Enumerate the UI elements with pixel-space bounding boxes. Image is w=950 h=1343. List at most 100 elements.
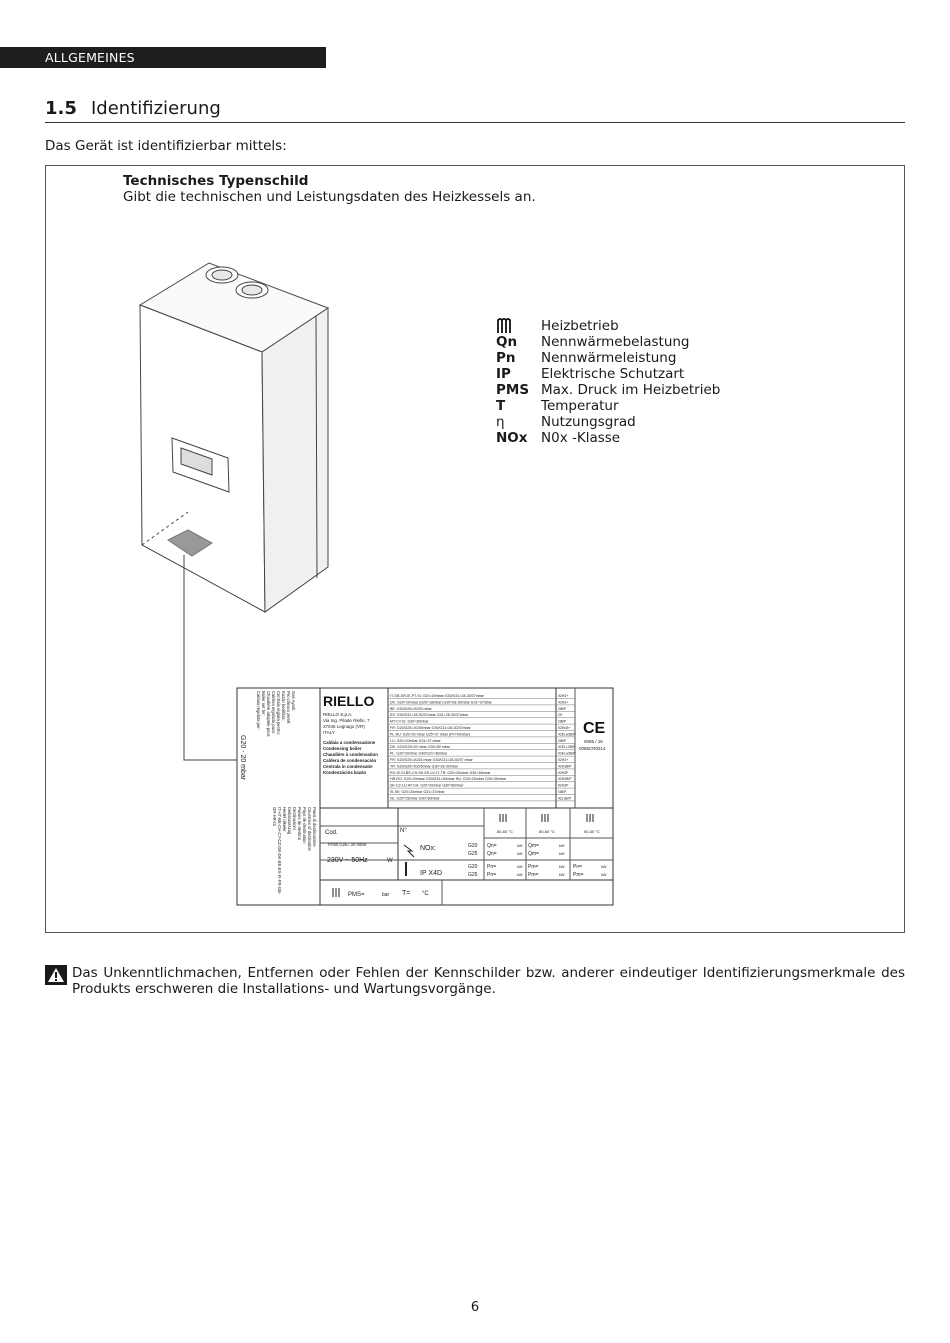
category-label: II2L3B/P: [558, 796, 572, 800]
category-label: II2H3P: [558, 784, 569, 788]
country-line: LU: G20=20mbar G31=37 mbar: [390, 739, 442, 743]
intro-text: Das Gerät ist identifizierbar mittels:: [45, 138, 287, 154]
boiler-type-line: Caldaia a condensazione: [323, 740, 376, 745]
rotated-text: Pays de destination: [302, 807, 307, 844]
country-line: DE: G20/G25=20 mbar G30=50 mbar: [390, 745, 451, 749]
rotated-text: Centrala reglata pentru:: [276, 691, 281, 735]
rotated-text: Countries of destination: [307, 807, 312, 852]
legend-item: NOx N0x -Klasse: [496, 430, 720, 446]
qm-label: Qm=: [528, 851, 539, 857]
pmin-label: P.min.G25= 20 mbar: [328, 842, 367, 847]
legend-label: Nennwärmebelastung: [541, 334, 690, 350]
legend-label: Elektrische Schutzart: [541, 366, 685, 382]
rotated-text: Caldera regulada para:: [271, 691, 276, 734]
legend-symbol: IP: [496, 366, 511, 382]
pn-label: Pn=: [487, 864, 496, 870]
rotated-text: Boiler set for:: [261, 691, 266, 716]
section-number: 1.5: [45, 98, 77, 119]
country-line: TR: G20/G25=20/25mbar G30=28-30mbar: [390, 764, 459, 768]
kw-unit: kW: [559, 844, 565, 848]
qn-label: Qn=: [487, 843, 497, 849]
country-line: FR: G20/G25=20/25mbar G30/G31=28-30/37mb…: [390, 726, 472, 730]
legend-label: Max. Druck im Heizbetrieb: [541, 382, 721, 398]
rotated-text: Paises de destino: [297, 807, 302, 841]
legend-symbol: T: [496, 398, 506, 414]
temp-label: 50-30 °C: [584, 829, 600, 834]
nox-label: NOx:: [420, 845, 436, 852]
kw-unit: kW: [517, 873, 523, 877]
qm-label: Qm=: [528, 843, 539, 849]
country-line: SK-CZ-LU-AT-CH: G20=20mbar G30=50mbar: [390, 784, 464, 788]
rotated-text: Pro cílovou země:: [286, 691, 291, 725]
company-line: Via Ing. Pilade Riello, 7: [323, 718, 370, 723]
legend-item: Qn Nennwärmebelastung: [496, 334, 720, 350]
pn-label: Pn=: [573, 864, 582, 870]
country-line: DK: G20=20mbar (G25=18mbar) G30=28-30mba…: [390, 700, 493, 704]
supply-label: 230V ~ 50Hz: [327, 857, 368, 864]
legend-label: Nennwärmeleistung: [541, 350, 677, 366]
t-label: T=: [402, 890, 410, 897]
ce-pin: 0085CR0214: [579, 746, 606, 751]
supply-icon: [403, 844, 415, 858]
warning-text: Das Unkenntlichmachen, Entfernen oder Fe…: [72, 965, 905, 997]
rotated-text: Destinazioni: [292, 807, 297, 830]
pm-label: Pm=: [573, 872, 584, 878]
temp-label: 80-60 °C: [539, 829, 555, 834]
warning-note: Das Unkenntlichmachen, Entfernen oder Fe…: [45, 965, 905, 997]
rotated-text: Dieliaszorszag: [287, 807, 292, 835]
category-label: II2ELL3B/P: [558, 745, 576, 749]
ce-number: 0085 / 16: [584, 739, 603, 744]
page-number: 6: [470, 1300, 480, 1315]
temp-label: 80-60 °C: [497, 829, 513, 834]
company-line: RIELLO S.p.A.: [323, 712, 353, 717]
legend-item: Heizbetrieb: [496, 318, 720, 334]
rotated-text: Caldaia regolata per:: [256, 691, 261, 730]
country-line: PL: G20=20mbar G30/G31=36mbar: [390, 752, 448, 756]
kw-unit: kW: [601, 873, 607, 877]
rotated-text: Chaudière adaptée pour:: [266, 691, 271, 737]
kw-unit: kW: [559, 852, 565, 856]
gas-g25-label: G25: [468, 851, 478, 857]
category-label: I3+: [558, 713, 563, 717]
legend-symbol: η: [496, 414, 505, 430]
country-line: RO-IE-SI-BG-CH-SK-EE-LV-LT-TR: G20=20mba…: [390, 771, 491, 775]
legend-item: IP Elektrische Schutzart: [496, 366, 720, 382]
boiler-type-line: Caldera de condensación: [323, 758, 377, 763]
legend-symbol: Pn: [496, 350, 516, 366]
boiler-type-line: Chaudière à condensation: [323, 752, 378, 757]
legend-label: Heizbetrieb: [541, 318, 619, 334]
warning-icon: [45, 965, 67, 985]
kw-unit: kW: [517, 865, 523, 869]
boiler-type-line: Kondenzációs kazán: [323, 770, 367, 775]
company-line: 37045 Legnago (VR): [323, 724, 365, 729]
degc-unit: °C: [422, 891, 429, 897]
pms-label: PMS=: [348, 892, 365, 898]
legend-item: Pn Nennwärmeleistung: [496, 350, 720, 366]
heating-icon: [332, 814, 594, 897]
plate-description: Gibt die technischen und Leistungsdaten …: [123, 189, 536, 205]
boiler-type-line: Condensing boiler: [323, 746, 362, 751]
symbol-legend: Heizbetrieb Qn Nennwärmebelastung Pn Nen…: [496, 318, 720, 446]
legend-symbol: NOx: [496, 430, 528, 446]
figure-frame: [45, 165, 905, 933]
qn-label: Qn=: [487, 851, 497, 857]
country-line: SI-SK: G20=20mbar G31=37mbar: [390, 790, 445, 794]
rotated-text: Gas Ayarlı:: [291, 691, 296, 711]
legend-item: η Nutzungsgrad: [496, 414, 720, 430]
kw-unit: kW: [517, 852, 523, 856]
country-line: ES: G30/G31=28-30/37mbar G31=28-30/37mba…: [390, 713, 469, 717]
category-label: II2H3B/P: [558, 777, 572, 781]
gas-g25-label: G25: [468, 872, 478, 878]
category-label: II2Esi3+: [558, 726, 570, 730]
category-label: II2H3+: [558, 694, 568, 698]
pm-label: Pm=: [528, 864, 539, 870]
kw-unit: kW: [559, 865, 565, 869]
boiler-type-line: Centrala in condensatie: [323, 764, 373, 769]
pm-label: Pm=: [528, 872, 539, 878]
country-line: IT-GB-GR-IE-PT-SI: G20=20mbar G30/G31=28…: [390, 694, 485, 698]
legend-symbol: PMS: [496, 382, 530, 398]
legend-label: Nutzungsgrad: [541, 414, 636, 430]
category-label: I3B/P: [558, 790, 567, 794]
company-line: ITALY: [323, 730, 335, 735]
